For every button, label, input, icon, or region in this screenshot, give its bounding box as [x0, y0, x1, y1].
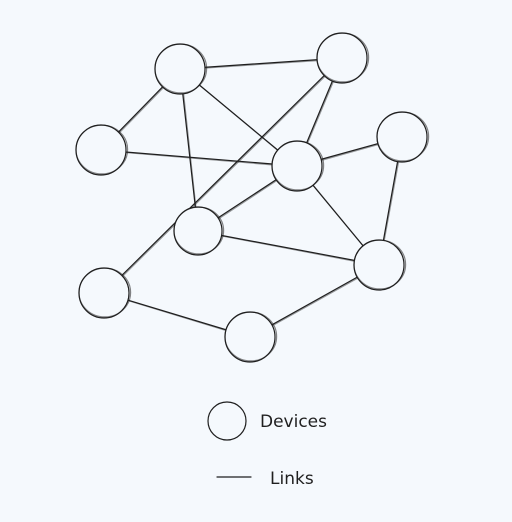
- legend-device-icon: [207, 401, 247, 441]
- link-n1-n7: [179, 68, 199, 232]
- device-circle-sketch: [271, 140, 325, 191]
- device-circle-sketch: [154, 43, 208, 94]
- device-node-n1: [154, 43, 208, 95]
- device-circle-sketch: [224, 311, 278, 362]
- device-circle-sketch: [78, 267, 132, 318]
- device-node-n7: [173, 206, 225, 256]
- link-n7-n6-sketch: [198, 231, 381, 267]
- legend-devices-label: Devices: [260, 412, 327, 432]
- device-circle-sketch: [316, 32, 370, 83]
- device-node-n10: [224, 311, 278, 363]
- nodes-layer: [75, 32, 430, 363]
- legend: Devices Links: [207, 401, 327, 489]
- device-circle-sketch: [173, 206, 225, 255]
- link-n3-n8: [103, 57, 343, 294]
- link-n2-n5-sketch: [101, 150, 299, 168]
- link-n2-n5: [100, 149, 298, 167]
- links-layer: [100, 57, 404, 339]
- device-circle-sketch: [376, 111, 430, 162]
- device-node-n6: [353, 239, 407, 291]
- device-node-n4: [376, 111, 430, 163]
- link-n1-n3-sketch: [180, 58, 344, 71]
- link-n7-n6: [197, 230, 380, 266]
- link-n3-n8-sketch: [103, 57, 344, 295]
- legend-links-label: Links: [270, 469, 314, 489]
- device-node-n2: [75, 124, 129, 176]
- device-circle-sketch: [353, 239, 407, 290]
- device-node-n5: [271, 140, 325, 192]
- device-node-n8: [78, 267, 132, 319]
- device-circle-sketch: [75, 124, 129, 175]
- device-node-n3: [316, 32, 370, 84]
- link-n1-n7-sketch: [180, 68, 200, 233]
